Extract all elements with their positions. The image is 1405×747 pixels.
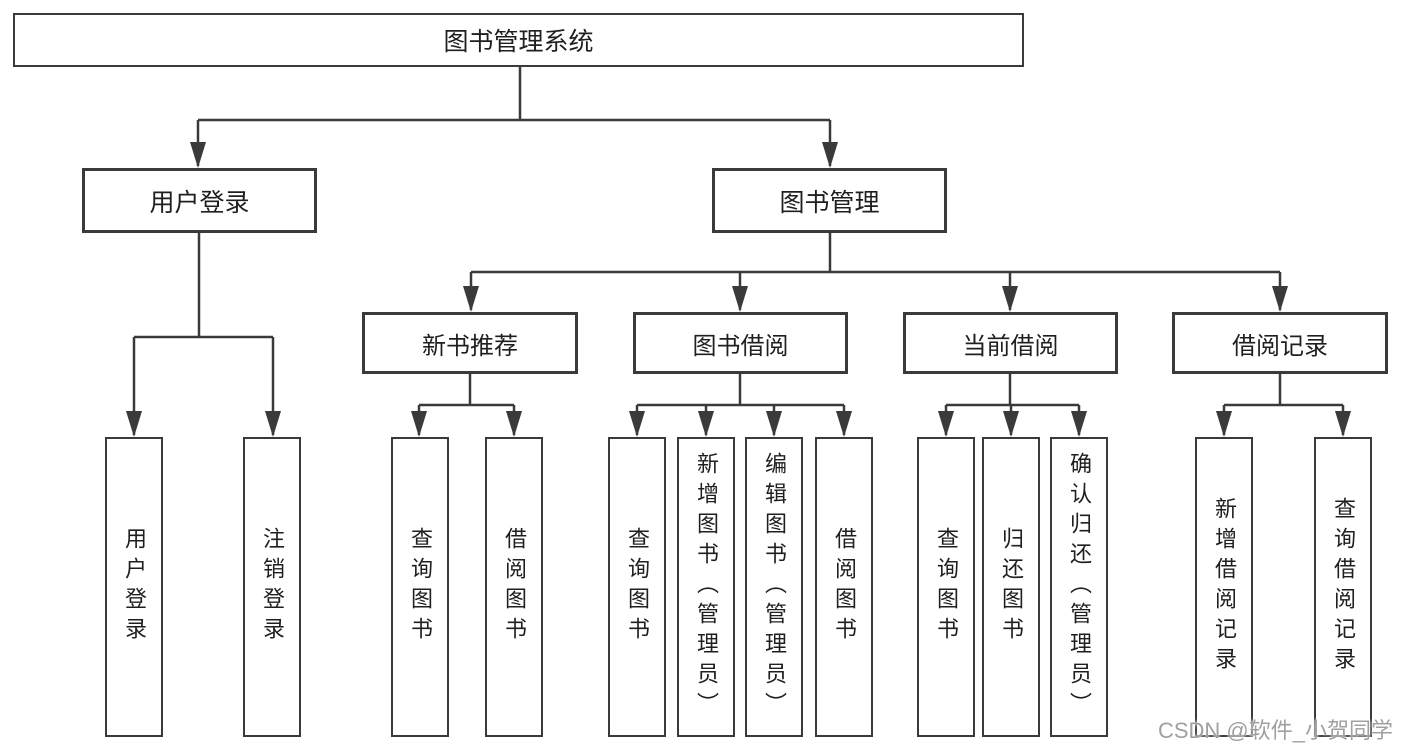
leaf-logout-login: 注销登录 bbox=[243, 437, 301, 737]
node-label: 图书管理 bbox=[779, 188, 880, 217]
node-book-borrowing: 图书借阅 bbox=[633, 312, 848, 374]
node-label: 图书管理系统 bbox=[443, 28, 594, 56]
node-label: 借阅图书 bbox=[832, 527, 857, 647]
node-label: 归还图书 bbox=[999, 527, 1024, 647]
node-user-login: 用户登录 bbox=[82, 168, 317, 233]
node-book-management: 图书管理 bbox=[712, 168, 947, 233]
node-borrowing-records: 借阅记录 bbox=[1172, 312, 1388, 374]
leaf-query-books-recommend: 查询图书 bbox=[391, 437, 449, 737]
node-label: 新增借阅记录 bbox=[1212, 497, 1237, 677]
leaf-query-books-current: 查询图书 bbox=[917, 437, 975, 737]
leaf-query-books-borrow: 查询图书 bbox=[608, 437, 666, 737]
node-label: 新增图书（管理员） bbox=[694, 452, 719, 722]
node-new-book-recommendation: 新书推荐 bbox=[362, 312, 578, 374]
leaf-add-book-admin: 新增图书（管理员） bbox=[677, 437, 735, 737]
leaf-return-books: 归还图书 bbox=[982, 437, 1040, 737]
node-label: 借阅记录 bbox=[1232, 332, 1328, 360]
node-label: 用户登录 bbox=[122, 527, 147, 647]
leaf-edit-book-admin: 编辑图书（管理员） bbox=[745, 437, 803, 737]
leaf-user-login: 用户登录 bbox=[105, 437, 163, 737]
node-label: 编辑图书（管理员） bbox=[762, 452, 787, 722]
node-label: 图书借阅 bbox=[692, 332, 789, 360]
node-label: 查询图书 bbox=[625, 527, 650, 647]
node-library-management-system: 图书管理系统 bbox=[13, 13, 1024, 67]
node-current-borrowing: 当前借阅 bbox=[903, 312, 1118, 374]
leaf-confirm-return-admin: 确认归还（管理员） bbox=[1050, 437, 1108, 737]
leaf-query-borrow-record: 查询借阅记录 bbox=[1314, 437, 1372, 737]
leaf-borrow-books-borrow: 借阅图书 bbox=[815, 437, 873, 737]
node-label: 用户登录 bbox=[149, 188, 250, 217]
node-label: 查询借阅记录 bbox=[1331, 497, 1356, 677]
node-label: 借阅图书 bbox=[502, 527, 527, 647]
node-label: 当前借阅 bbox=[962, 332, 1059, 360]
node-label: 查询图书 bbox=[934, 527, 959, 647]
leaf-add-borrow-record: 新增借阅记录 bbox=[1195, 437, 1253, 737]
node-label: 注销登录 bbox=[260, 527, 285, 647]
leaf-borrow-books-recommend: 借阅图书 bbox=[485, 437, 543, 737]
csdn-watermark: CSDN @软件_小贺同学 bbox=[1157, 718, 1393, 743]
node-label: 新书推荐 bbox=[422, 332, 518, 360]
node-label: 查询图书 bbox=[408, 527, 433, 647]
node-label: 确认归还（管理员） bbox=[1067, 452, 1092, 722]
